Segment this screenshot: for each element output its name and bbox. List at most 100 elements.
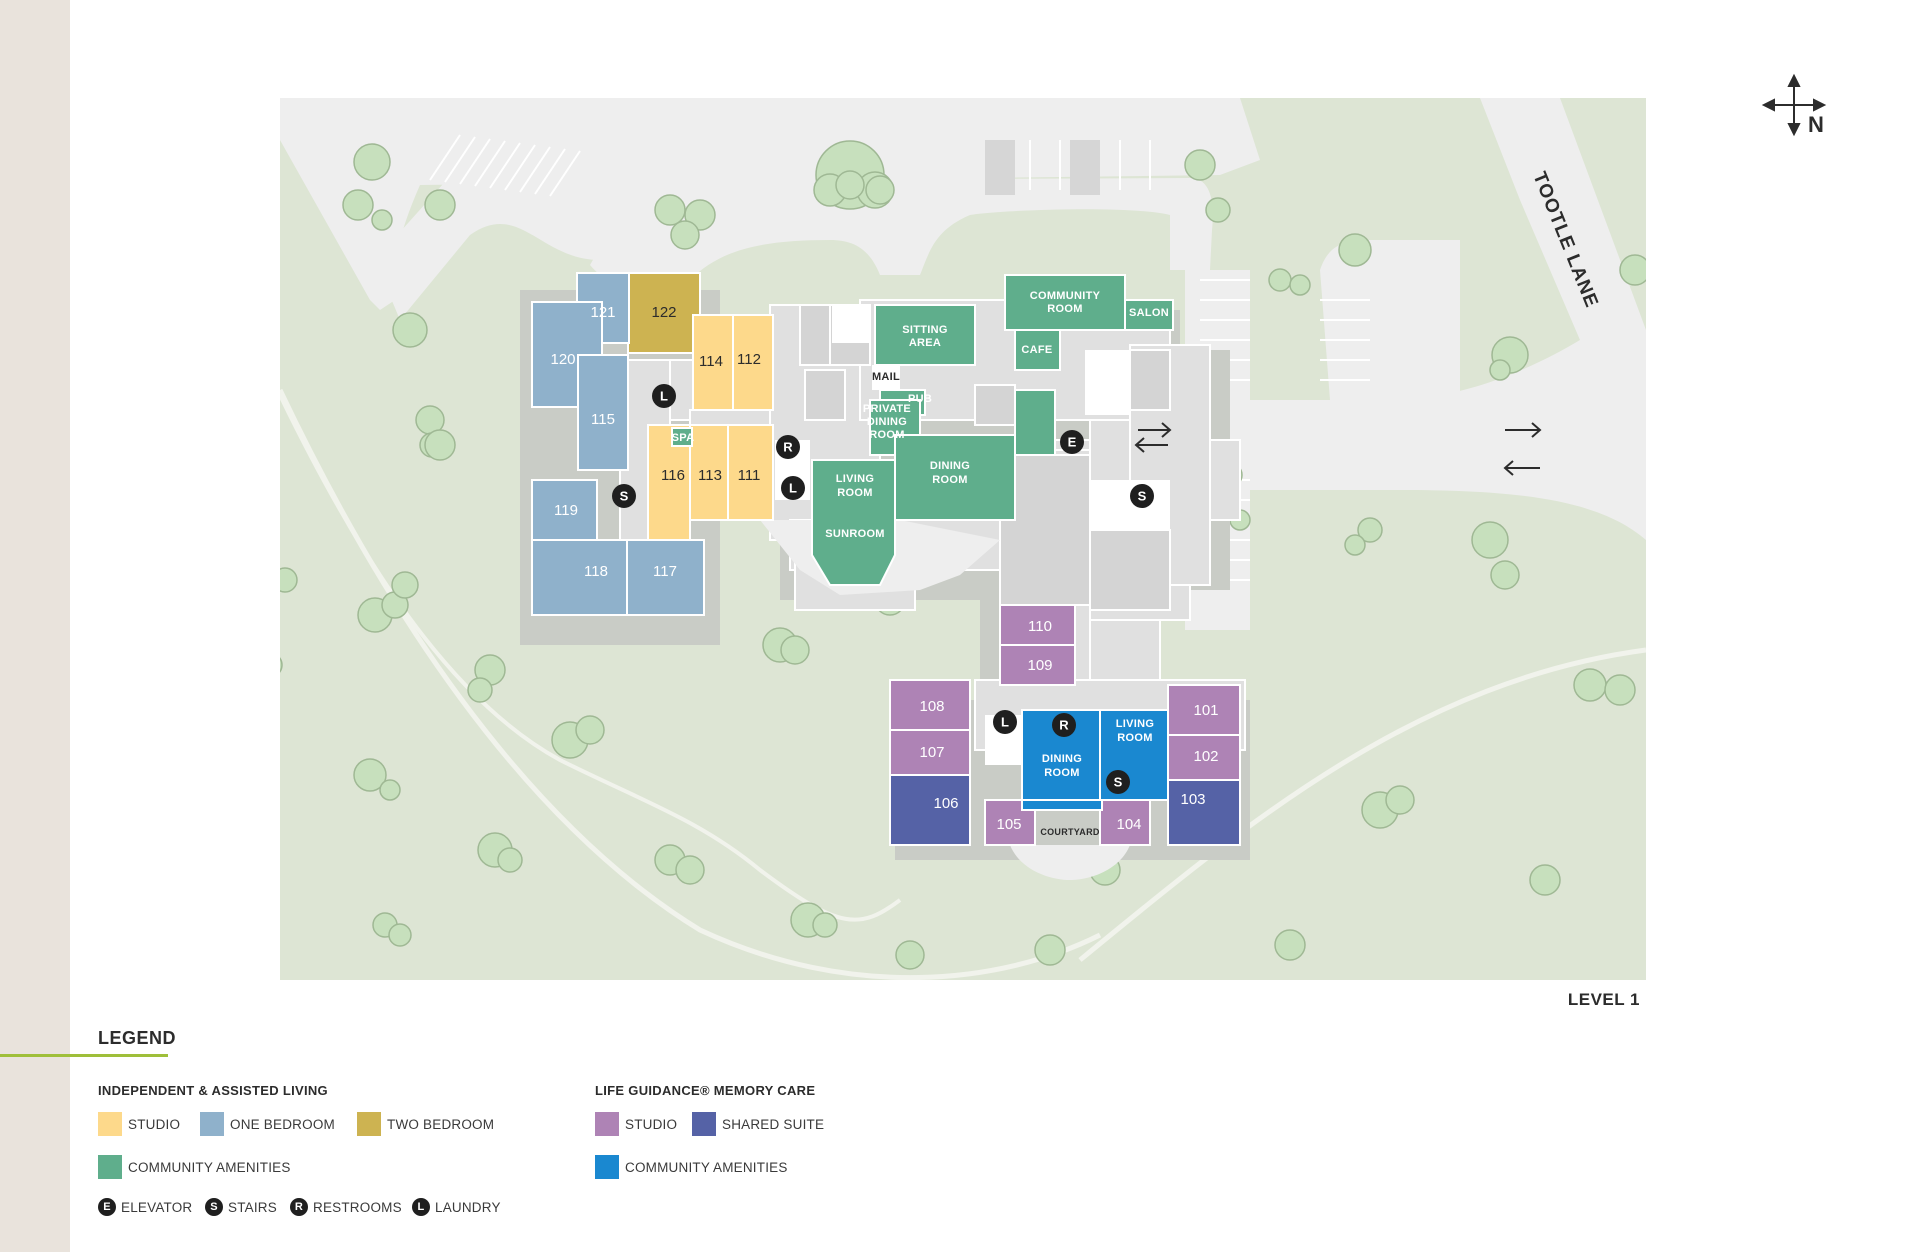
svg-text:AREA: AREA <box>909 337 941 349</box>
svg-text:ROOM: ROOM <box>869 429 904 441</box>
unit-rooms <box>531 272 1241 846</box>
legend-memory-community-amenities: COMMUNITY AMENITIES <box>595 1155 788 1179</box>
room-104[interactable] <box>1099 799 1151 846</box>
elevator-icon: E <box>98 1198 116 1216</box>
legend-two-bedroom: TWO BEDROOM <box>357 1112 494 1136</box>
courtyard-patio <box>1010 845 1130 880</box>
room-113[interactable] <box>689 424 729 521</box>
svg-text:ROOM: ROOM <box>1044 767 1079 779</box>
svg-text:116: 116 <box>661 467 685 484</box>
room-111[interactable] <box>727 424 774 521</box>
elevator-icon: E <box>1060 430 1084 454</box>
legend-title: LEGEND <box>98 1028 177 1048</box>
svg-text:ROOM: ROOM <box>837 487 872 499</box>
svg-text:DINING: DINING <box>930 460 970 472</box>
mail-room[interactable] <box>872 365 900 390</box>
svg-text:COURTYARD: COURTYARD <box>1040 827 1100 837</box>
room-labels: 122 121 120 115 119 118 117 114 112 116 … <box>550 304 1218 833</box>
legend-one-bedroom: ONE BEDROOM <box>200 1112 335 1136</box>
building-white-room <box>832 305 870 343</box>
svg-text:103: 103 <box>1180 791 1205 808</box>
svg-text:SALON: SALON <box>1129 307 1169 319</box>
laundry-icon: L <box>412 1198 430 1216</box>
laundry-icon: L <box>993 710 1017 734</box>
svg-text:109: 109 <box>1027 657 1052 674</box>
svg-text:DINING: DINING <box>1042 753 1082 765</box>
svg-text:E: E <box>1068 435 1077 450</box>
svg-text:SITTING: SITTING <box>902 324 948 336</box>
dining-room[interactable] <box>894 434 1016 521</box>
restrooms-icon: R <box>1052 713 1076 737</box>
laundry-icon: L <box>652 384 676 408</box>
svg-text:S: S <box>1114 775 1123 790</box>
legend-memory-care-title: LIFE GUIDANCE® MEMORY CARE <box>595 1083 816 1098</box>
svg-text:101: 101 <box>1193 702 1218 719</box>
legend-studio: STUDIO <box>98 1112 180 1136</box>
svg-text:ROOM: ROOM <box>1047 303 1082 315</box>
room-108[interactable] <box>889 679 971 731</box>
shared-suite-swatch <box>692 1112 716 1136</box>
svg-text:COMMUNITY: COMMUNITY <box>1030 290 1101 302</box>
sitting-area[interactable] <box>874 304 976 366</box>
legend-underline <box>0 1054 168 1057</box>
memory-community-swatch <box>595 1155 619 1179</box>
svg-text:R: R <box>1059 718 1069 733</box>
amenity-labels: COMMUNITY ROOM SALON SITTING AREA CAFE M… <box>672 290 1169 837</box>
building-interior <box>799 304 1171 611</box>
room-112[interactable] <box>732 314 774 411</box>
svg-text:121: 121 <box>590 304 615 321</box>
svg-text:108: 108 <box>919 698 944 715</box>
room-119[interactable] <box>531 479 598 546</box>
cafe[interactable] <box>1014 329 1061 371</box>
room-115[interactable] <box>577 354 629 471</box>
svg-text:SUNROOM: SUNROOM <box>825 528 885 540</box>
legend-laundry: L LAUNDRY <box>412 1198 501 1216</box>
living-room-sunroom[interactable] <box>811 459 896 586</box>
room-101[interactable] <box>1167 684 1241 736</box>
svg-text:ROOM: ROOM <box>1117 732 1152 744</box>
room-103[interactable] <box>1167 779 1241 846</box>
svg-text:L: L <box>789 481 797 496</box>
legend-memory-studio: STUDIO <box>595 1112 677 1136</box>
svg-text:115: 115 <box>591 411 615 428</box>
side-strip <box>0 0 70 1252</box>
svg-text:112: 112 <box>737 351 761 368</box>
legend-community-amenities: COMMUNITY AMENITIES <box>98 1155 291 1179</box>
svg-text:LIVING: LIVING <box>836 473 874 485</box>
legend: LEGEND INDEPENDENT & ASSISTED LIVING STU… <box>0 1028 1920 1252</box>
stairs-icon: S <box>1130 484 1154 508</box>
svg-text:106: 106 <box>933 795 958 812</box>
map-symbols: L L L R R S S S E <box>612 384 1154 794</box>
drive-loop <box>590 178 1213 294</box>
spa[interactable] <box>671 427 693 447</box>
two-bedroom-swatch <box>357 1112 381 1136</box>
room-118[interactable] <box>531 539 628 616</box>
room-116[interactable] <box>647 424 691 541</box>
svg-text:MAIL: MAIL <box>872 371 900 383</box>
svg-text:S: S <box>620 489 629 504</box>
memory-studio-swatch <box>595 1112 619 1136</box>
svg-text:111: 111 <box>738 467 761 484</box>
svg-text:L: L <box>1001 715 1009 730</box>
room-110[interactable] <box>999 604 1076 646</box>
one-bedroom-swatch <box>200 1112 224 1136</box>
stairs-icon: S <box>612 484 636 508</box>
restrooms-icon: R <box>776 435 800 459</box>
salon[interactable] <box>1124 299 1174 331</box>
striped-stall <box>1070 140 1100 195</box>
studio-swatch <box>98 1112 122 1136</box>
room-109[interactable] <box>999 644 1076 686</box>
striped-stall <box>985 140 1015 195</box>
compass-icon <box>1761 73 1827 137</box>
room-106[interactable] <box>889 774 971 846</box>
room-117[interactable] <box>626 539 705 616</box>
room-102[interactable] <box>1167 734 1241 781</box>
room-122[interactable] <box>627 272 701 354</box>
trees <box>280 140 1646 970</box>
svg-text:PUB: PUB <box>908 393 932 405</box>
room-107[interactable] <box>889 729 971 776</box>
legend-stairs: S STAIRS <box>205 1198 277 1216</box>
room-114[interactable] <box>692 314 734 411</box>
level-label: LEVEL 1 <box>1567 990 1640 1009</box>
laundry-icon: L <box>781 476 805 500</box>
